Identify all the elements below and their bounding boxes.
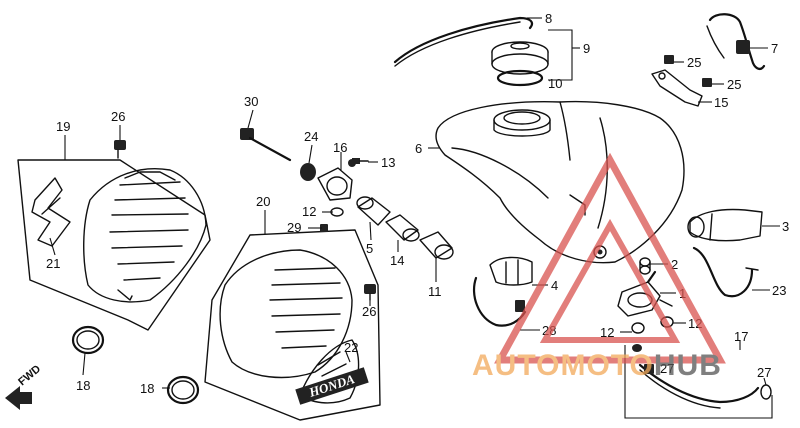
callout-18-left: 18 — [76, 378, 90, 393]
tube-23 — [692, 246, 759, 298]
bolt-25-upper — [664, 55, 674, 64]
clip-12-right-a — [631, 322, 645, 334]
callout-13: 13 — [381, 155, 395, 170]
grommet-18-left — [71, 325, 105, 355]
callout-numbers: 19 26 21 18 18 20 29 12 26 22 30 24 16 1… — [46, 11, 789, 396]
callout-2: 2 — [671, 257, 678, 272]
screen-4 — [489, 256, 533, 286]
cap-11 — [419, 231, 454, 260]
bolt-26-upper — [114, 140, 126, 159]
bolt-25-lower — [702, 78, 712, 87]
watermark-part-auto: AUTO — [472, 349, 560, 382]
callout-12-left: 12 — [302, 204, 316, 219]
callout-3: 3 — [782, 219, 789, 234]
grommet-18-right — [166, 375, 200, 405]
watermark-part-hub: HUB — [654, 349, 722, 382]
duct-3 — [687, 208, 763, 242]
callout-10: 10 — [548, 76, 562, 91]
callout-17: 17 — [734, 329, 748, 344]
callout-12-right-a: 12 — [600, 325, 614, 340]
fwd-label: FWD — [16, 363, 43, 388]
callout-29: 29 — [287, 220, 301, 235]
callout-21: 21 — [46, 256, 60, 271]
callout-15: 15 — [714, 95, 728, 110]
callout-27-right: 27 — [757, 365, 771, 380]
watermark-text: AUTOMOTOHUB — [472, 349, 722, 382]
bolt-30 — [240, 128, 292, 162]
rubber-14 — [385, 214, 420, 242]
breather-tube-8 — [393, 16, 534, 67]
watermark-part-moto: MOTO — [560, 349, 653, 382]
callout-4: 4 — [551, 278, 558, 293]
bolt-26-lower — [364, 284, 376, 301]
bracket-16 — [317, 159, 356, 201]
right-shroud: HONDA — [204, 229, 381, 421]
screw-29 — [320, 224, 328, 232]
fuel-cap-9 — [491, 41, 549, 75]
callout-18-right: 18 — [140, 381, 154, 396]
callout-27-left: 27 — [660, 361, 674, 376]
collar-5 — [356, 196, 391, 226]
callout-26-upper: 26 — [111, 109, 125, 124]
callout-11: 11 — [428, 284, 442, 299]
callout-8: 8 — [545, 11, 552, 26]
filter-2 — [639, 257, 651, 275]
callout-6: 6 — [415, 141, 422, 156]
callout-23: 23 — [772, 283, 786, 298]
callout-9: 9 — [583, 41, 590, 56]
leader-lines — [49, 17, 780, 389]
screw-13 — [352, 158, 369, 164]
callout-22: 22 — [344, 340, 358, 355]
callout-25-upper: 25 — [687, 55, 701, 70]
fuel-valve-1 — [617, 270, 673, 317]
fuel-tank-6 — [435, 100, 685, 264]
washer-24 — [300, 163, 316, 181]
decal-logo-text: HONDA — [306, 371, 357, 400]
clip-27-small — [632, 344, 642, 352]
fuel-hose-17 — [624, 345, 773, 419]
callout-20: 20 — [256, 194, 270, 209]
callout-30: 30 — [244, 94, 258, 109]
callout-7: 7 — [771, 41, 778, 56]
callout-5: 5 — [366, 241, 373, 256]
hose-7 — [706, 13, 766, 70]
callout-16: 16 — [333, 140, 347, 155]
callout-25-lower: 25 — [727, 77, 741, 92]
callout-26-lower: 26 — [362, 304, 376, 319]
watermark: AUTOMOTOHUB — [472, 152, 726, 382]
left-shroud — [17, 159, 211, 331]
callout-24: 24 — [304, 129, 318, 144]
callout-19: 19 — [56, 119, 70, 134]
gasket-10 — [496, 69, 544, 87]
bracket-15 — [651, 69, 703, 107]
callout-14: 14 — [390, 253, 404, 268]
fwd-arrow: FWD — [5, 363, 43, 410]
